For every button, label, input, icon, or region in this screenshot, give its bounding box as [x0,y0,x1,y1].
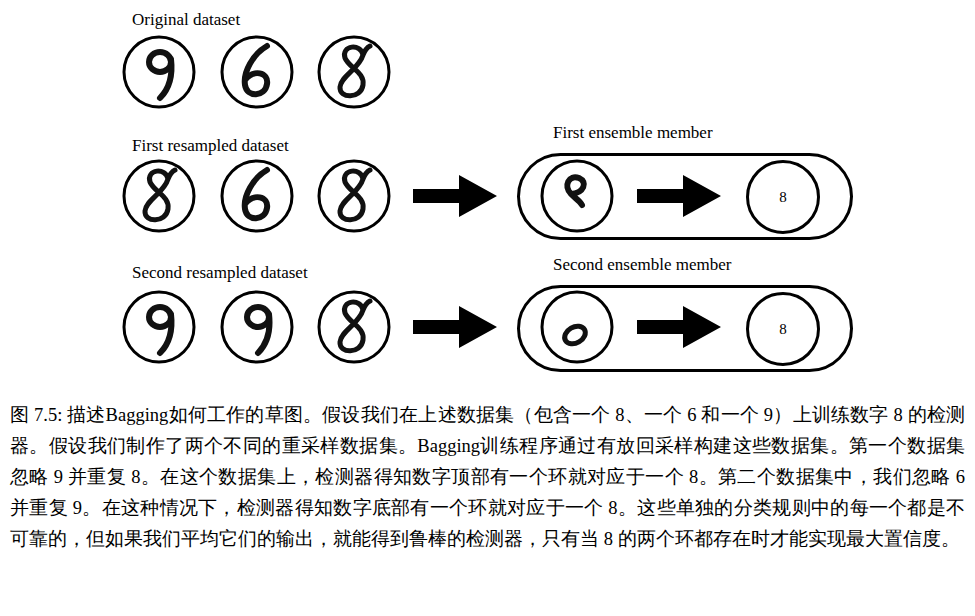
feature-circle [542,292,612,362]
dataset-label: Second resampled dataset [132,263,308,283]
output-circle: 8 [746,292,820,366]
digit-circle [319,37,389,107]
digit-circle [319,292,389,362]
digit-circle [124,292,194,362]
dataset-label: Original dataset [132,10,240,30]
dataset-label: First resampled dataset [132,136,289,156]
digit-circle [124,37,194,107]
digit-circle [319,161,389,231]
inner-arrow [637,306,721,348]
big-arrow [413,306,497,348]
member-heading: Second ensemble member [553,255,731,275]
digit-circle [222,292,292,362]
digit-circle [222,37,292,107]
digit-circle [124,161,194,231]
digit-circle [222,161,292,231]
ensemble-band: First ensemble member8 [517,153,853,240]
ensemble-band: Second ensemble member8 [517,285,853,372]
big-arrow [413,175,497,217]
output-circle: 8 [746,160,820,234]
digit-label: 8 [779,189,787,206]
inner-arrow [637,175,721,217]
digit-label: 8 [779,321,787,338]
figure-caption: 图 7.5: 描述Bagging如何工作的草图。假设我们在上述数据集（包含一个 … [10,400,965,555]
feature-circle [542,161,612,231]
member-heading: First ensemble member [553,123,713,143]
